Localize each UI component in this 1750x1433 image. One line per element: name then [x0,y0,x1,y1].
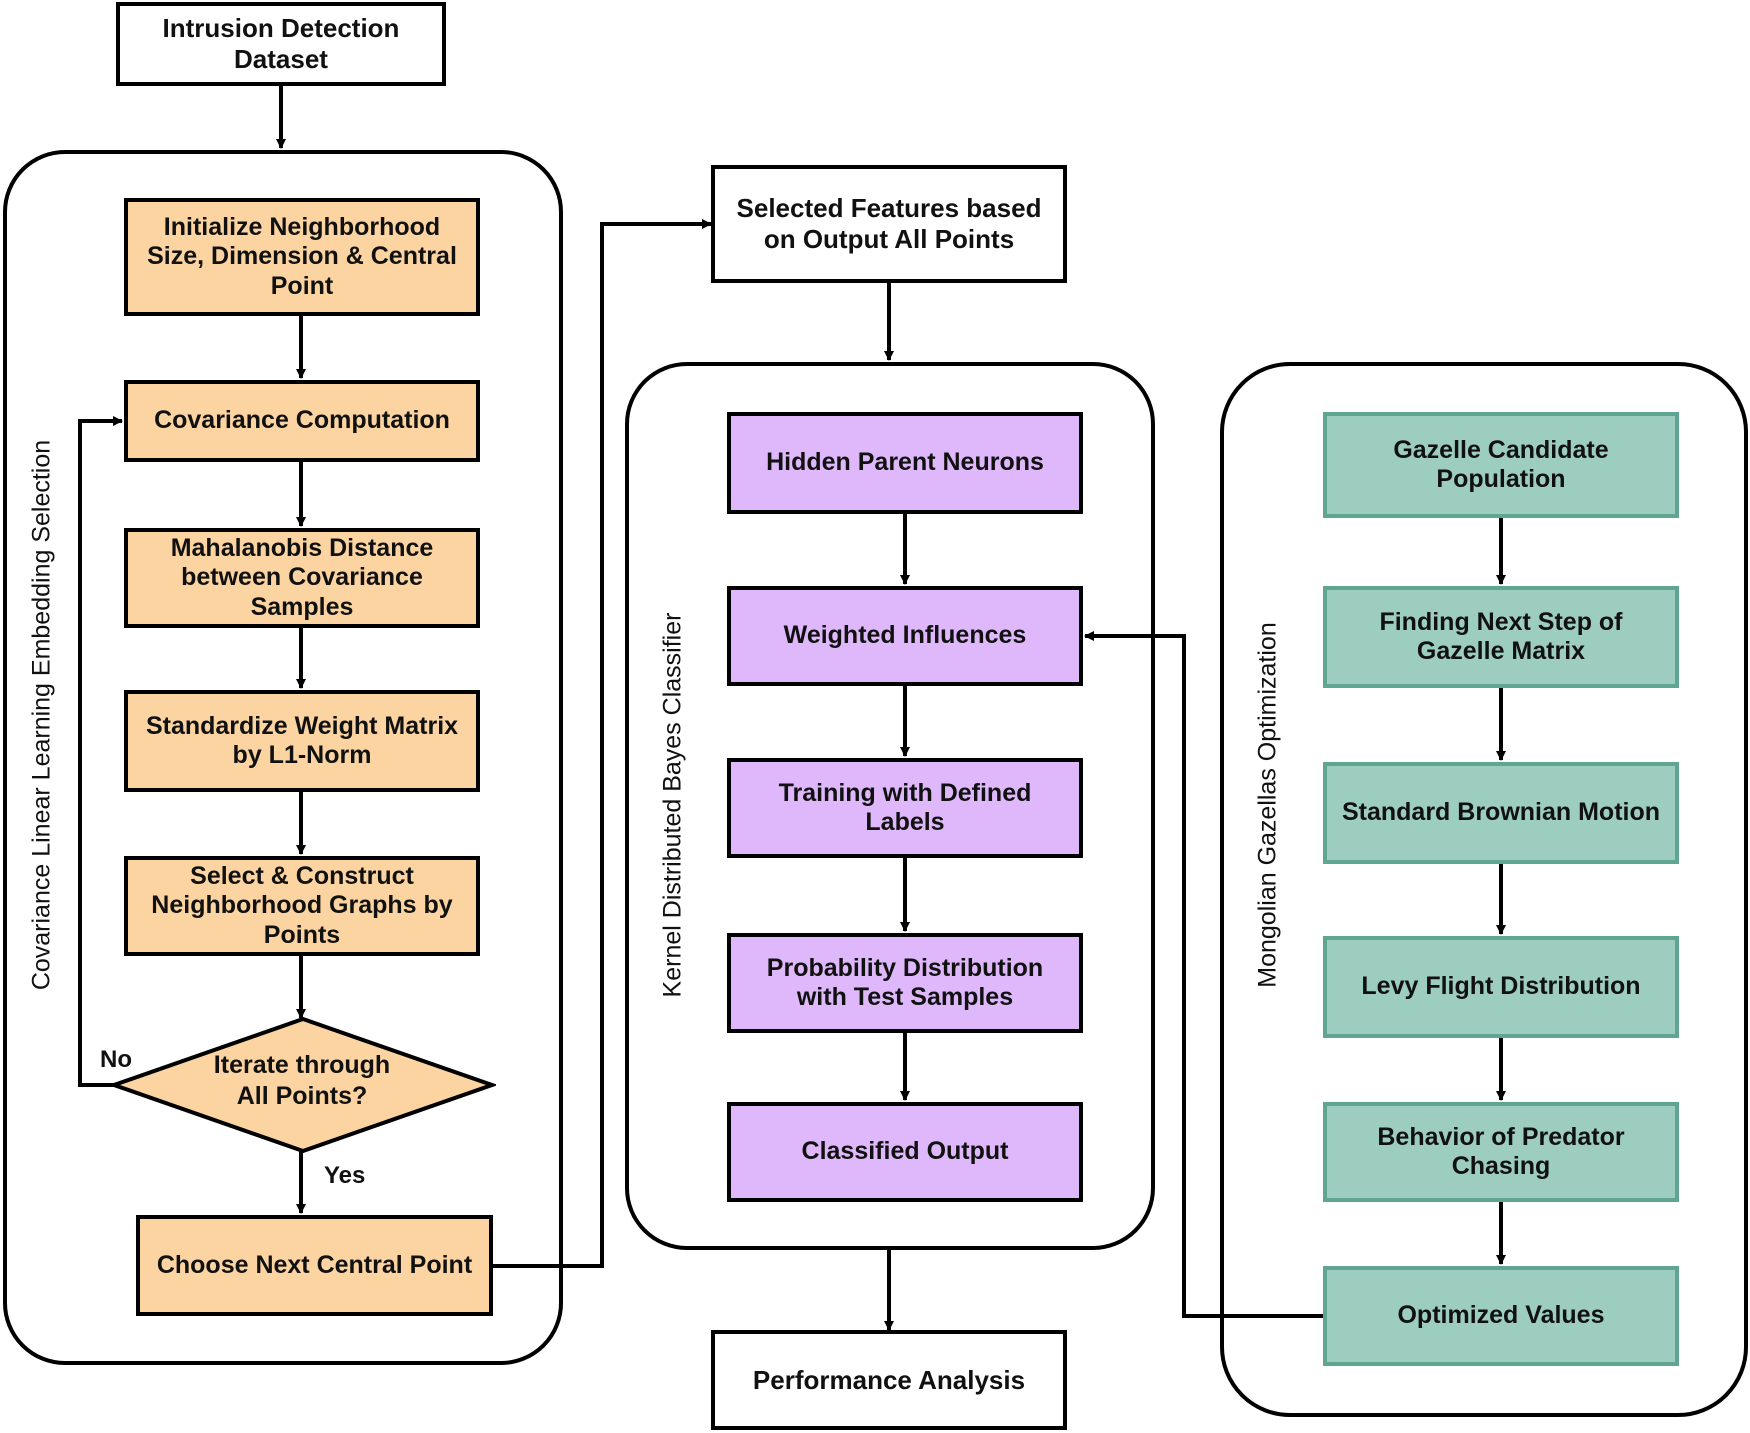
init-neighborhood-step: Initialize Neighborhood Size, Dimension … [124,198,480,316]
iterate-decision-text: Iterate through All Points? [213,1051,391,1111]
no-label: No [100,1046,132,1073]
performance-analysis-box: Performance Analysis [711,1330,1067,1430]
mgo-optimization-label: Mongolian Gazellas Optimization [1253,622,1282,988]
training-labels-step: Training with Defined Labels [727,758,1083,858]
weighted-influences-step: Weighted Influences [727,586,1083,686]
mgo-optimization-group [1220,362,1748,1417]
intrusion-dataset-box: Intrusion Detection Dataset [116,2,446,86]
choose-central-point-step: Choose Next Central Point [136,1215,493,1316]
hidden-parent-neurons-step: Hidden Parent Neurons [727,412,1083,514]
clle-selection-group [3,150,563,1365]
brownian-motion-step: Standard Brownian Motion [1323,762,1679,864]
construct-graphs-step: Select & Construct Neighborhood Graphs b… [124,856,480,956]
selected-features-box: Selected Features based on Output All Po… [711,165,1067,283]
classified-output-step: Classified Output [727,1102,1083,1202]
mahalanobis-distance-step: Mahalanobis Distance between Covariance … [124,528,480,628]
clle-selection-label: Covariance Linear Learning Embedding Sel… [27,439,56,991]
gazelle-population-step: Gazelle Candidate Population [1323,412,1679,518]
iterate-decision-diamond [110,1016,496,1154]
probability-distribution-step: Probability Distribution with Test Sampl… [727,933,1083,1033]
optimized-values-step: Optimized Values [1323,1266,1679,1366]
kdbc-classifier-label: Kernel Distributed Bayes Classifier [658,612,687,998]
levy-flight-step: Levy Flight Distribution [1323,936,1679,1038]
next-step-matrix-step: Finding Next Step of Gazelle Matrix [1323,586,1679,688]
predator-chasing-step: Behavior of Predator Chasing [1323,1102,1679,1202]
covariance-computation-step: Covariance Computation [124,380,480,462]
standardize-weight-step: Standardize Weight Matrix by L1-Norm [124,690,480,792]
yes-label: Yes [324,1162,366,1189]
kdbc-classifier-group [625,362,1155,1250]
